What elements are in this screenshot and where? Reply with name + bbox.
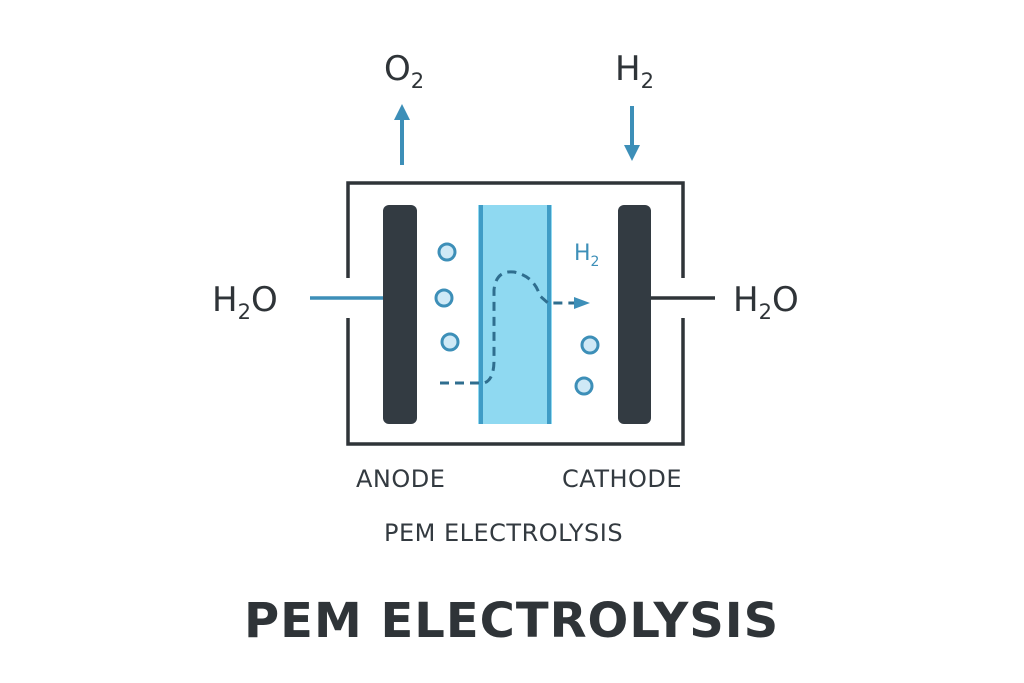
diagram-caption: PEM ELECTROLYSIS [384,519,624,547]
cell-housing-outline [346,181,685,446]
cathode-bubbles [574,335,600,396]
hydrogen-label-symbol: H [615,49,641,89]
water-left-subscript: 2 [237,300,251,324]
oxygen-label-subscript: 2 [410,69,425,93]
proton-path [440,270,574,385]
water-right-subscript: 2 [758,300,772,324]
anode-label: ANODE [356,465,446,493]
oxygen-label-symbol: O [384,49,411,89]
proton-arrowhead [574,297,590,309]
water-left-o: O [250,280,278,320]
water-right-h: H [733,280,759,320]
membrane [478,205,552,424]
water-label-left: H2O [212,280,278,323]
hydrogen-label-subscript: 2 [640,69,654,93]
water-label-right: H2O [733,280,799,323]
inner-hydrogen-subscript: 2 [590,254,600,270]
oxygen-label: O2 [384,49,424,92]
hydrogen-arrow [624,106,640,161]
page-title: PEM ELECTROLYSIS [244,593,780,649]
hydrogen-label-inner: H2 [574,241,599,270]
oxygen-outlet-arrow [394,104,410,165]
anode-bubbles [434,242,460,352]
anode-electrode [383,205,417,424]
cathode-label: CATHODE [562,465,683,493]
inner-hydrogen-symbol: H [574,241,591,266]
cathode-electrode [618,205,651,424]
hydrogen-label-top: H2 [615,49,654,92]
water-right-o: O [771,280,799,320]
water-left-h: H [212,280,238,320]
